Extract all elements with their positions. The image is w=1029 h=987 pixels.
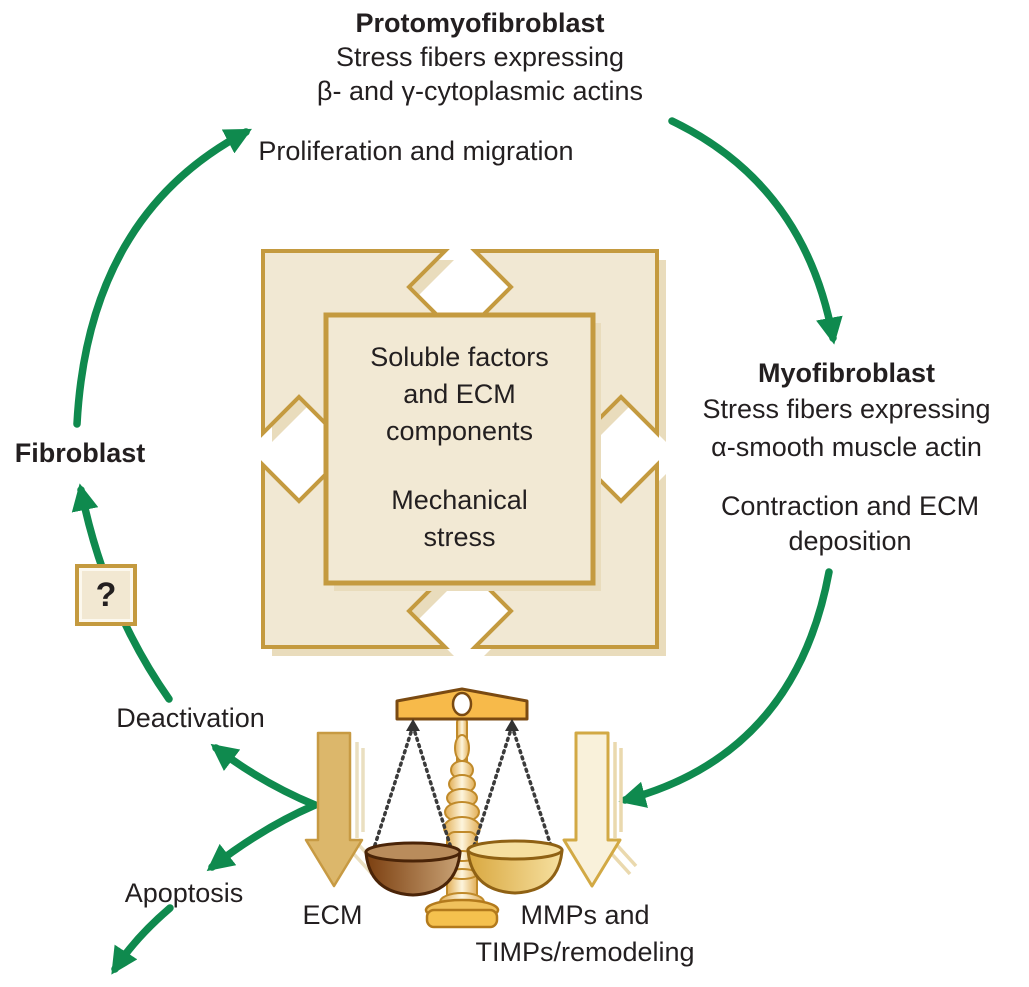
right-pan bbox=[466, 839, 564, 895]
arrow-fibroblast-to-protomyofibroblast bbox=[73, 128, 252, 428]
center-box-stress-line2: stress bbox=[423, 522, 496, 552]
contraction-label-line2: deposition bbox=[788, 526, 912, 556]
center-box-stress-line1: Mechanical bbox=[391, 485, 528, 515]
left-pan bbox=[364, 841, 462, 897]
mmps-label-line2: TIMPs/remodeling bbox=[475, 937, 695, 967]
center-box bbox=[323, 312, 596, 586]
center-box-factors-line2: and ECM bbox=[403, 379, 516, 409]
arrow-protomyofibroblast-to-myofibroblast bbox=[668, 117, 843, 345]
arrow-branch-to-deactivation bbox=[210, 743, 319, 809]
center-box-factors-line1: Soluble factors bbox=[370, 342, 549, 372]
myofibroblast-desc-line2: α-smooth muscle actin bbox=[711, 432, 982, 462]
arrow-branch-to-apoptosis bbox=[206, 801, 319, 872]
arrow-apoptosis-exit bbox=[111, 904, 174, 975]
myofibroblast-title: Myofibroblast bbox=[757, 358, 935, 388]
fibroblast-title: Fibroblast bbox=[14, 438, 146, 468]
deactivation-label: Deactivation bbox=[116, 703, 265, 733]
ecm-label: ECM bbox=[302, 900, 363, 930]
balance-scale-icon bbox=[364, 687, 564, 929]
contraction-label-line1: Contraction and ECM bbox=[720, 491, 980, 521]
mmps-timps-down-arrow-icon bbox=[562, 731, 638, 888]
center-box-factors-line3: components bbox=[385, 416, 534, 446]
question-mark: ? bbox=[95, 575, 117, 614]
unknown-factor-box: ? bbox=[75, 564, 137, 626]
arrow-myofibroblast-to-balance bbox=[618, 568, 833, 808]
protomyofibroblast-desc-line2: β- and γ-cytoplasmic actins bbox=[316, 76, 644, 106]
protomyofibroblast-title: Protomyofibroblast bbox=[355, 8, 605, 38]
myofibroblast-desc-line1: Stress fibers expressing bbox=[702, 394, 991, 424]
proliferation-label: Proliferation and migration bbox=[258, 136, 574, 166]
apoptosis-label: Apoptosis bbox=[124, 878, 244, 908]
protomyofibroblast-desc-line1: Stress fibers expressing bbox=[335, 42, 625, 72]
mmps-label-line1: MMPs and bbox=[520, 900, 650, 930]
